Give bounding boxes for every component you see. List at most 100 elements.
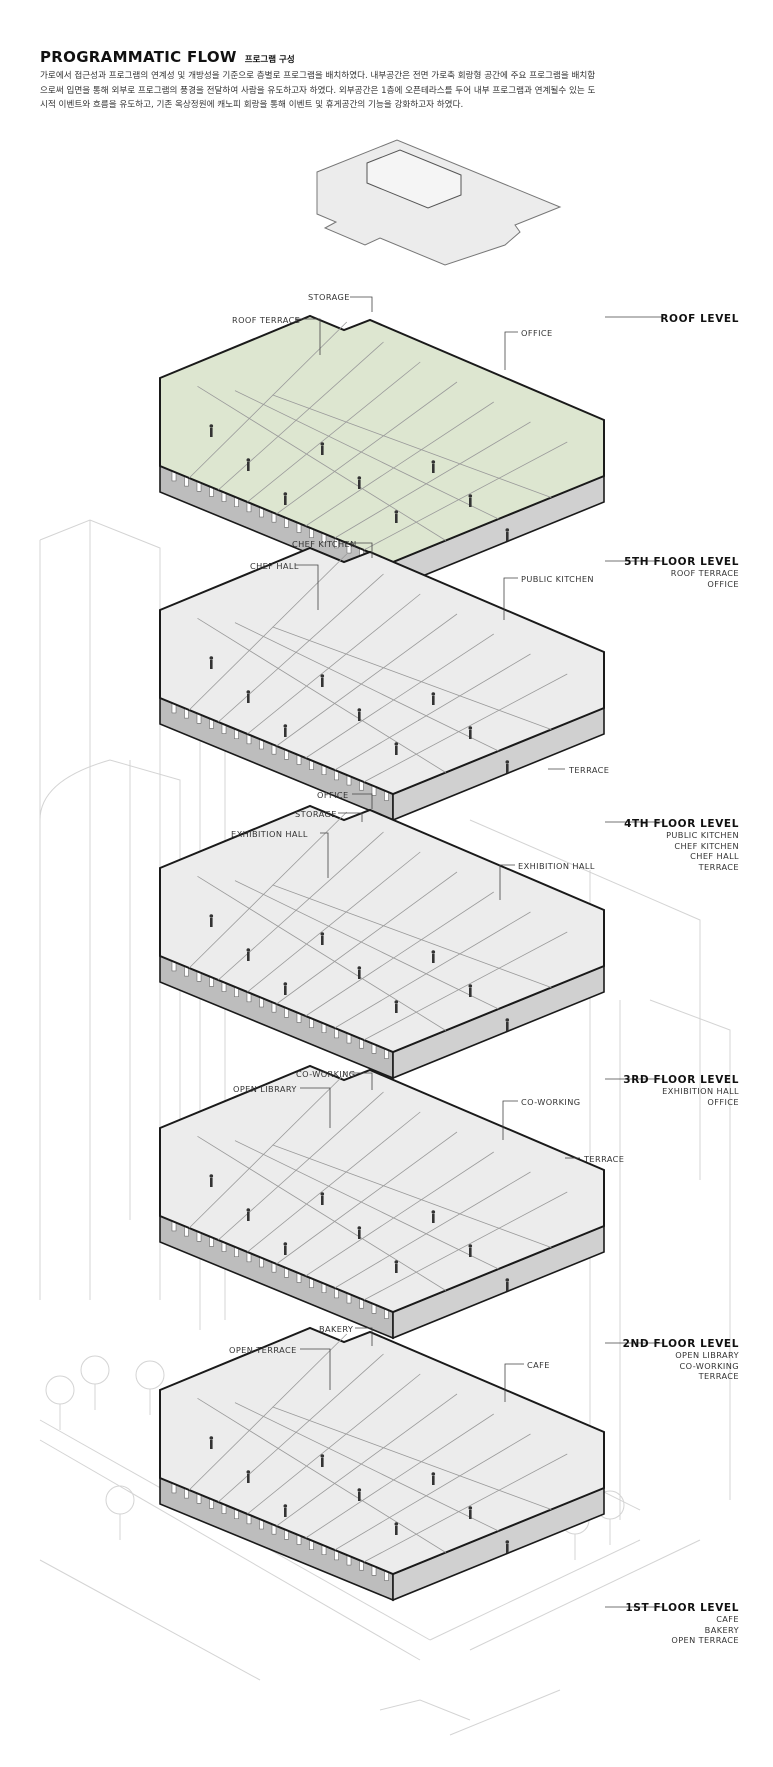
tag-leader (295, 564, 319, 610)
context-line (39, 1559, 261, 1681)
roof-penthouse (366, 149, 462, 209)
tag-leader (504, 331, 518, 370)
person-figure (358, 1492, 361, 1501)
partition-line (197, 617, 446, 773)
partition-line (197, 1397, 446, 1553)
partition-line (217, 341, 384, 491)
partition-line (272, 626, 552, 730)
person-head (394, 510, 399, 514)
partition-line (234, 622, 499, 752)
person-head (505, 760, 510, 764)
tag-leader (503, 577, 518, 620)
person-figure (247, 1474, 250, 1483)
partition-line (197, 875, 446, 1031)
person-figure (432, 1476, 435, 1485)
context-line (379, 1699, 471, 1721)
partition-line (188, 811, 348, 969)
context-line (449, 1689, 561, 1736)
person-head (246, 458, 251, 462)
person-figure (210, 428, 213, 437)
context-line (469, 1539, 701, 1651)
partition-line (276, 1131, 458, 1265)
person-figure (284, 986, 287, 995)
context-line (39, 1439, 421, 1661)
person-figure (358, 1230, 361, 1239)
person-figure (321, 1458, 324, 1467)
people (209, 424, 510, 541)
partition-line (272, 1406, 552, 1510)
partition-grid (188, 1071, 568, 1301)
partition-line (363, 931, 568, 1041)
person-head (394, 742, 399, 746)
person-head (209, 1174, 214, 1178)
person-head (431, 692, 436, 696)
person-head (431, 1472, 436, 1476)
tree-icon (105, 1485, 135, 1515)
floor-slab (159, 546, 605, 796)
roof-level-plate (159, 314, 605, 590)
person-figure (284, 496, 287, 505)
level-program: PUBLIC KITCHEN (666, 830, 739, 840)
partition-line (234, 1140, 499, 1270)
person-head (283, 724, 288, 728)
tag-bakery: BAKERY (319, 1324, 354, 1334)
person-figure (210, 918, 213, 927)
person-figure (395, 1004, 398, 1013)
person-figure (469, 498, 472, 507)
leader-lines (295, 296, 663, 1608)
person-figure (321, 1196, 324, 1205)
tag-cafe: CAFE (527, 1360, 550, 1370)
tag-leader (300, 1087, 331, 1128)
person-figure (395, 1526, 398, 1535)
people (209, 656, 510, 773)
person-head (283, 982, 288, 986)
person-figure (469, 1510, 472, 1519)
partition-line (334, 911, 531, 1029)
person-figure (210, 1440, 213, 1449)
person-head (283, 1242, 288, 1246)
level-4th: 4TH FLOOR LEVEL PUBLIC KITCHEN CHEF KITC… (624, 818, 739, 872)
title-subtitle: 프로그램 구성 (244, 55, 295, 65)
person-figure (247, 1212, 250, 1221)
tag-leader (502, 1100, 518, 1140)
level-program: OFFICE (707, 1096, 739, 1107)
person-figure (210, 660, 213, 669)
person-figure (358, 480, 361, 489)
partition-line (188, 1071, 348, 1229)
person-figure (247, 694, 250, 703)
partition-line (234, 1402, 499, 1532)
person-head (394, 1522, 399, 1526)
person-figure (506, 764, 509, 773)
person-head (209, 424, 214, 428)
partition-line (197, 1135, 446, 1291)
partition-line (363, 673, 568, 783)
partition-line (305, 1413, 494, 1539)
tag-leader (350, 296, 373, 312)
partition-line (197, 385, 446, 541)
person-figure (469, 988, 472, 997)
level-name: 3RD FLOOR LEVEL (623, 1074, 739, 1086)
person-figure (284, 1508, 287, 1517)
person-figure (506, 1544, 509, 1553)
level-program: OFFICE (707, 578, 739, 589)
person-figure (395, 746, 398, 755)
person-figure (432, 464, 435, 473)
partition-line (363, 1453, 568, 1563)
floor-slab (159, 804, 605, 1054)
person-head (357, 966, 362, 970)
partition-line (188, 321, 348, 479)
tag-leader (504, 1363, 524, 1402)
person-figure (210, 1178, 213, 1187)
tag-leader (300, 1348, 331, 1390)
partition-line (305, 891, 494, 1017)
partition-line (217, 1353, 384, 1503)
person-figure (395, 514, 398, 523)
people (209, 1174, 510, 1291)
third-floor-plate (159, 1064, 605, 1340)
tag-leader (350, 1072, 373, 1090)
level-program: TERRACE (698, 861, 739, 872)
partition-grid (188, 553, 568, 783)
level-program: CO-WORKING (679, 1360, 739, 1371)
tag-public-kitchen: PUBLIC KITCHEN (521, 574, 594, 584)
person-head (246, 1470, 251, 1474)
